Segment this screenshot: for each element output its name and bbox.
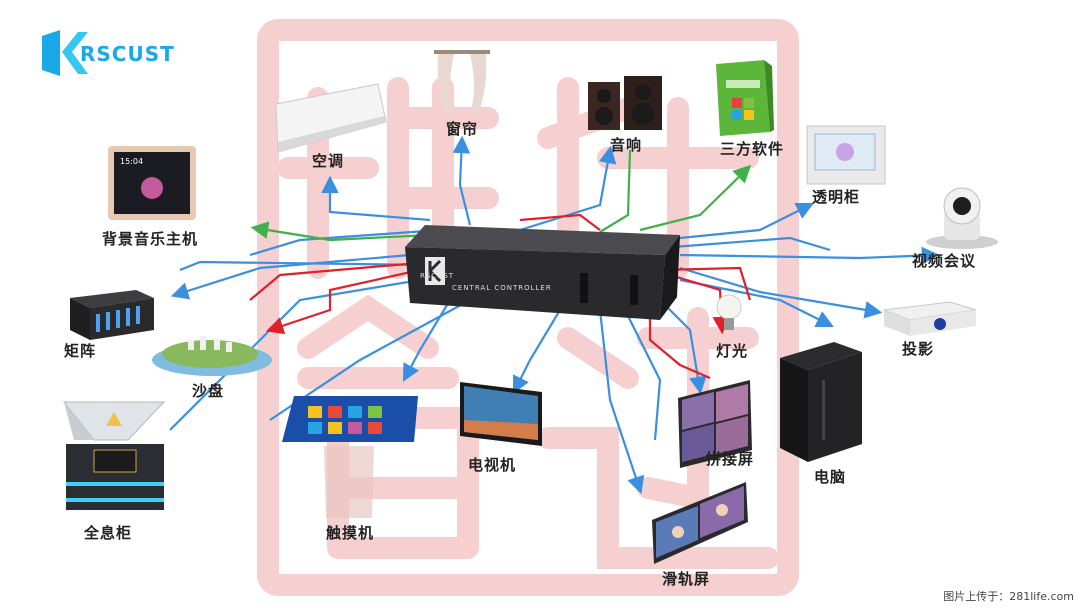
label-touch-screen: 触摸机: [326, 524, 375, 542]
transparent-cabinet-icon: [806, 125, 886, 185]
video-camera-icon: [926, 187, 998, 249]
label-tv: 电视机: [468, 456, 517, 474]
wire-slide: [598, 309, 645, 495]
label-video-conference: 视频会议: [912, 252, 977, 270]
wire-computer: [679, 278, 834, 327]
wire-hologram: [169, 278, 421, 431]
light-bulb-icon: [716, 294, 742, 330]
slide-screen-icon: [652, 482, 748, 564]
matrix-icon: [70, 290, 154, 340]
label-background-music: 背景音乐主机: [102, 230, 199, 248]
splicing-screen-icon: [678, 380, 752, 468]
wire-bg-music: [250, 221, 431, 242]
label-speaker: 音响: [610, 136, 643, 154]
label-matrix: 矩阵: [64, 342, 97, 360]
wire-matrix: [170, 253, 411, 300]
panel-time: 15:04: [120, 157, 143, 166]
computer-tower-icon: [780, 342, 862, 462]
wire-third-party: [639, 164, 752, 232]
label-transparent-cabinet: 透明柜: [812, 188, 861, 206]
wire-tv: [513, 309, 561, 394]
wire-speaker: [519, 145, 617, 232]
air-conditioner-icon: [275, 83, 387, 153]
tv-icon: [460, 382, 542, 446]
software-box-icon: [716, 60, 774, 136]
music-panel-icon: 15:04: [108, 146, 196, 220]
label-sand-table: 沙盘: [192, 382, 225, 400]
wire-curtain: [452, 135, 472, 226]
speaker-icon: [588, 76, 662, 130]
projector-icon: [883, 301, 977, 336]
label-hologram-cabinet: 全息柜: [84, 524, 133, 542]
controller-model: CENTRAL CONTROLLER: [452, 284, 552, 292]
controller-brand: RSCUST: [420, 272, 455, 280]
wire-air-conditioner: [321, 175, 431, 222]
label-curtain: 窗帘: [446, 120, 479, 138]
touch-kiosk-icon: [282, 396, 418, 518]
hologram-cabinet-icon: [62, 401, 166, 510]
brand-logo-icon: [42, 30, 88, 76]
wire-video-conf: [679, 246, 940, 265]
wire-projector: [679, 266, 883, 319]
wire-sand-table: [265, 268, 421, 335]
label-air-conditioner: 空调: [312, 152, 345, 170]
label-lighting: 灯光: [716, 342, 749, 360]
central-controller-icon: [405, 225, 680, 320]
curtain-icon: [434, 50, 490, 114]
footer-credit: 图片上传于：281life.com: [943, 590, 1074, 603]
brand-name: RSCUST: [80, 42, 175, 66]
label-projector: 投影: [902, 340, 935, 358]
sand-table-icon: [152, 336, 272, 376]
wire-transparent: [659, 203, 814, 242]
label-slide-screen: 滑轨屏: [662, 570, 711, 588]
label-third-party-software: 三方软件: [720, 140, 785, 158]
label-splicing-screen: 拼接屏: [706, 450, 755, 468]
label-computer: 电脑: [814, 468, 847, 486]
